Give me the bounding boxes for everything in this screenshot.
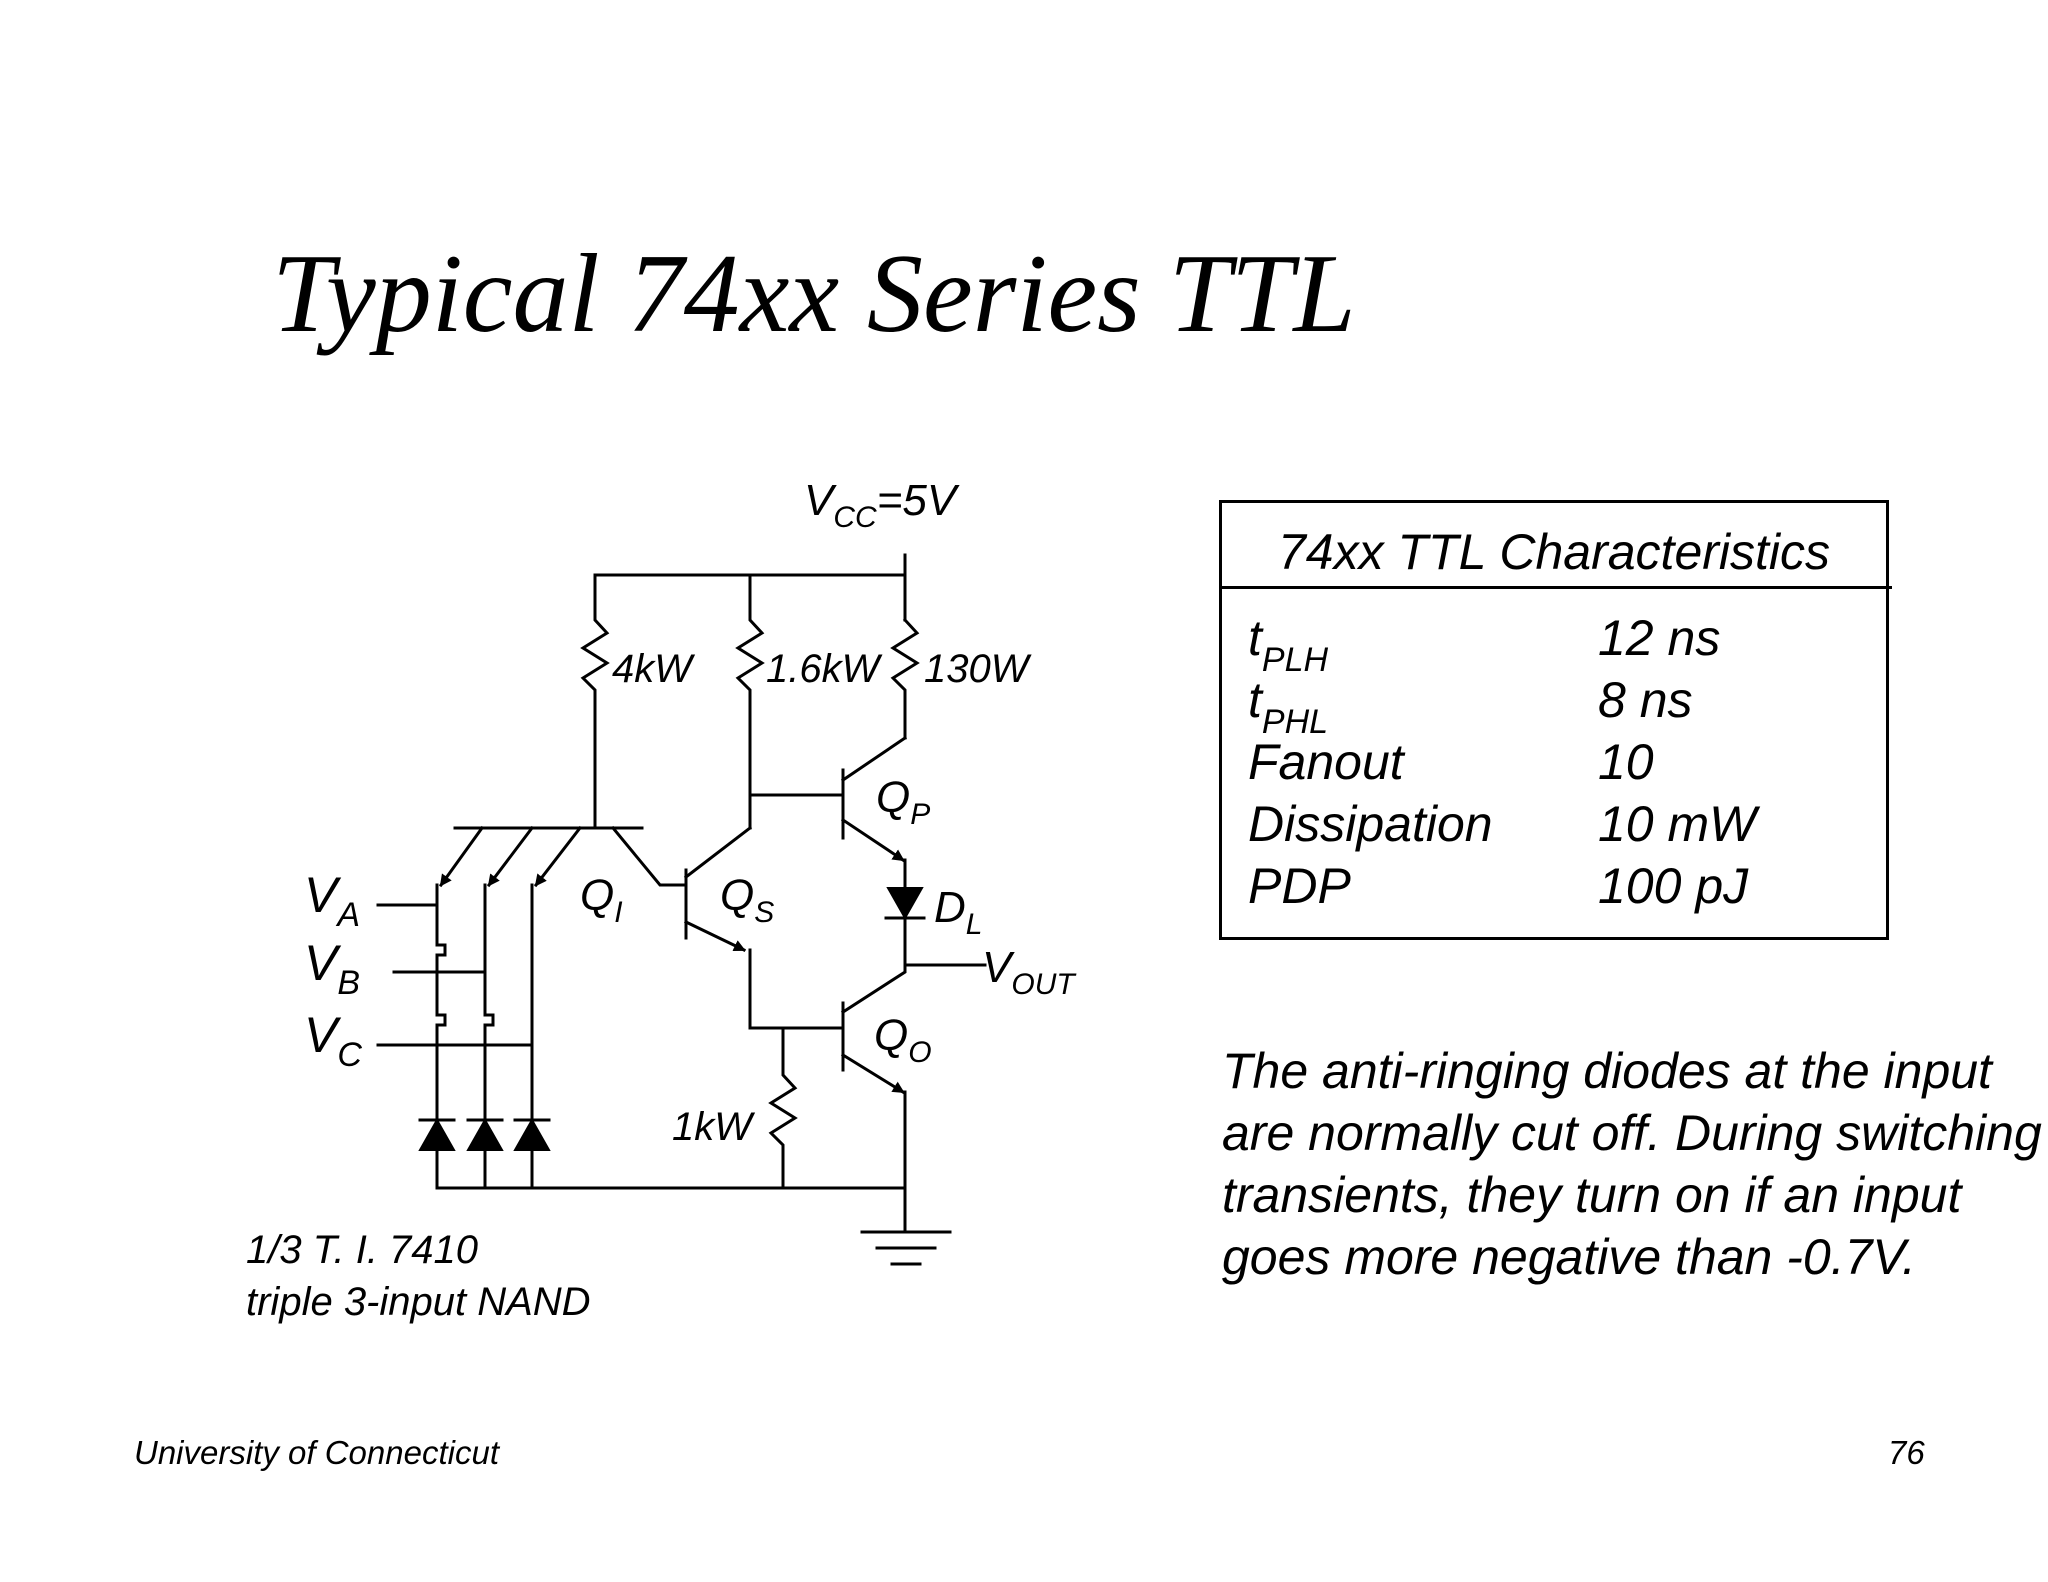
row-value: 8 ns bbox=[1598, 672, 1693, 728]
vout-label: VOUT bbox=[982, 943, 1077, 1001]
characteristics-row: PDP 100 pJ bbox=[1248, 861, 1876, 923]
row-value: 12 ns bbox=[1598, 610, 1721, 666]
row-name: tPHL bbox=[1248, 672, 1329, 741]
transistor-qi bbox=[438, 825, 688, 888]
circuit-caption-line2: triple 3-input NAND bbox=[246, 1280, 591, 1324]
diode-dl bbox=[884, 887, 926, 967]
resistor-r3 bbox=[890, 617, 920, 740]
input-label-vb: VB bbox=[304, 935, 360, 1002]
row-name: Dissipation bbox=[1248, 796, 1493, 852]
resistor-r1 bbox=[580, 573, 610, 830]
characteristics-row: Fanout 10 bbox=[1248, 737, 1876, 799]
characteristics-row: Dissipation 10 mW bbox=[1248, 799, 1876, 861]
row-name: PDP bbox=[1248, 858, 1351, 914]
transistor-qo bbox=[840, 963, 907, 1190]
ground-bus bbox=[435, 1186, 907, 1234]
transistor-qp-label: QP bbox=[876, 773, 930, 831]
input-label-va: VA bbox=[304, 867, 360, 934]
transistor-qo-label: QO bbox=[874, 1011, 932, 1069]
slide-title: Typical 74xx Series TTL bbox=[272, 232, 1356, 356]
input-label-vc: VC bbox=[304, 1007, 362, 1074]
characteristics-row: tPHL 8 ns bbox=[1248, 672, 1876, 741]
row-value: 10 mW bbox=[1598, 796, 1757, 852]
transistor-qi-label: QI bbox=[580, 871, 623, 929]
resistor-r2-label: 1.6kW bbox=[766, 647, 883, 691]
resistor-r2 bbox=[735, 573, 765, 830]
input-wiring bbox=[376, 883, 534, 1122]
anti-ringing-note: The anti-ringing diodes at the input are… bbox=[1222, 1043, 2042, 1285]
footer-institution: University of Connecticut bbox=[134, 1434, 499, 1471]
transistor-qs-label: QS bbox=[720, 871, 774, 929]
resistor-r1-label: 4kW bbox=[612, 647, 695, 691]
row-value: 10 bbox=[1598, 734, 1654, 790]
row-value: 100 pJ bbox=[1598, 858, 1749, 914]
transistor-qp bbox=[748, 735, 908, 890]
row-name: tPLH bbox=[1248, 610, 1329, 679]
resistor-r4 bbox=[768, 1026, 798, 1190]
characteristics-title: 74xx TTL Characteristics bbox=[1277, 524, 1831, 580]
resistor-r4-label: 1kW bbox=[672, 1105, 755, 1149]
characteristics-table: 74xx TTL Characteristics tPLH 12 ns tPHL… bbox=[1219, 500, 1892, 940]
transistor-qs bbox=[683, 825, 845, 1030]
resistor-r3-label: 130W bbox=[924, 647, 1032, 691]
row-name: Fanout bbox=[1248, 734, 1404, 790]
clamp-diodes bbox=[418, 1117, 551, 1190]
vcc-label: VCC=5V bbox=[804, 476, 960, 534]
circuit-caption-line1: 1/3 T. I. 7410 bbox=[246, 1228, 479, 1272]
characteristics-row: tPLH 12 ns bbox=[1248, 610, 1876, 679]
diode-dl-label: DL bbox=[934, 883, 982, 941]
page-number: 76 bbox=[1888, 1434, 1925, 1471]
ground-icon bbox=[860, 1230, 952, 1266]
characteristics-divider bbox=[1222, 586, 1892, 589]
